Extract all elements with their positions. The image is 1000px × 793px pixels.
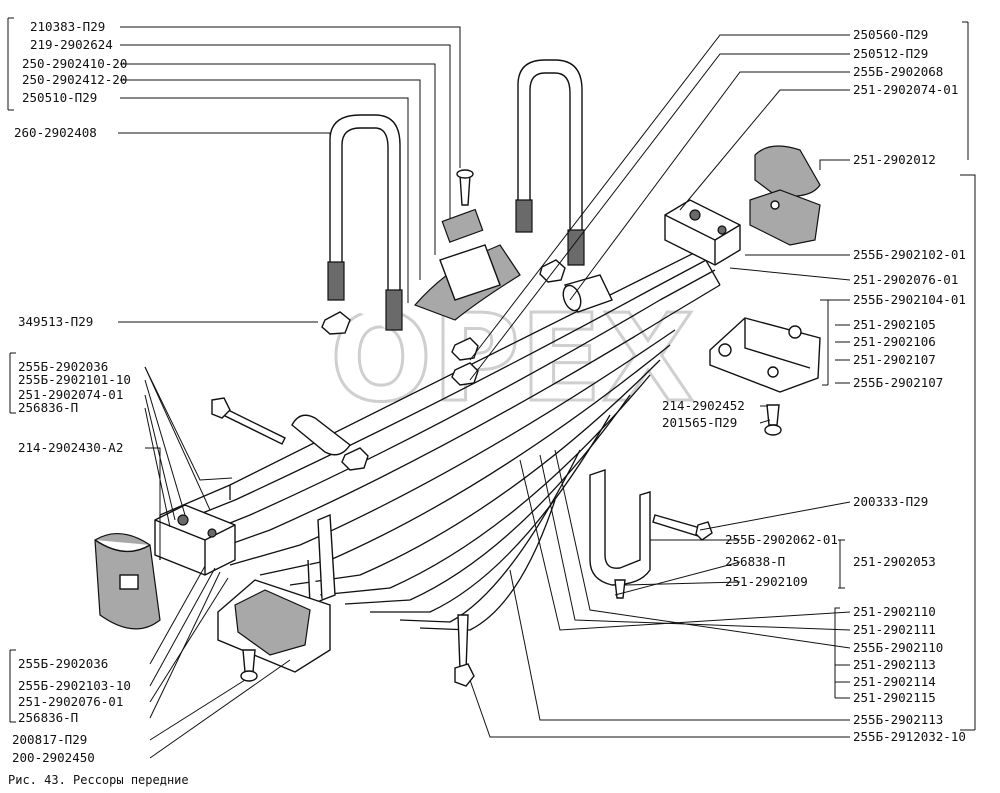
label-201565: 201565-П29 — [662, 415, 737, 430]
label-255b-2902103-10: 255Б-2902103-10 — [18, 678, 131, 693]
label-200-2902450: 200-2902450 — [12, 750, 95, 765]
label-251-2902113: 251-2902113 — [853, 657, 936, 672]
part-labels: 210383-П29 219-2902624 250-2902410-20 25… — [12, 19, 966, 765]
label-250510: 250510-П29 — [22, 90, 97, 105]
label-251-2902114: 251-2902114 — [853, 674, 936, 689]
label-255b-2902110: 255Б-2902110 — [853, 640, 943, 655]
label-349513: 349513-П29 — [18, 314, 93, 329]
label-251-2902111: 251-2902111 — [853, 622, 936, 637]
spring-pad — [413, 169, 521, 321]
label-200333: 200333-П29 — [853, 494, 928, 509]
spring-clip — [589, 469, 713, 599]
nuts — [321, 259, 566, 471]
label-256838: 256838-П — [725, 554, 785, 569]
label-251-2902076-01-b: 251-2902076-01 — [18, 694, 123, 709]
leader-lines — [7, 17, 976, 759]
label-251-2902110: 251-2902110 — [853, 604, 936, 619]
label-251-2902074-01: 251-2902074-01 — [853, 82, 958, 97]
u-bolt-right — [515, 59, 585, 266]
label-256836-b: 256836-П — [18, 710, 78, 725]
label-251-2902115: 251-2902115 — [853, 690, 936, 705]
rear-rubber-cushion — [749, 145, 821, 246]
u-bolt-left — [327, 114, 403, 331]
label-255b-2902101-10: 255Б-2902101-10 — [18, 372, 131, 387]
label-255b-2902104-01: 255Б-2902104-01 — [853, 292, 966, 307]
spring-assembly — [94, 59, 821, 687]
label-251-2902105: 251-2902105 — [853, 317, 936, 332]
label-251-2902074-01-a: 251-2902074-01 — [18, 387, 123, 402]
label-255b-2902107: 255Б-2902107 — [853, 375, 943, 390]
label-251-2902109: 251-2902109 — [725, 574, 808, 589]
label-255b-2912032-10: 255Б-2912032-10 — [853, 729, 966, 744]
label-251-2902106: 251-2902106 — [853, 334, 936, 349]
label-219-2902624: 219-2902624 — [30, 37, 113, 52]
label-255b-2902068: 255Б-2902068 — [853, 64, 943, 79]
label-255b-2902036-a: 255Б-2902036 — [18, 359, 108, 374]
label-251-2902012: 251-2902012 — [853, 152, 936, 167]
label-250-2902412-20: 250-2902412-20 — [22, 72, 127, 87]
label-210383: 210383-П29 — [30, 19, 105, 34]
label-251-2902076-01: 251-2902076-01 — [853, 272, 958, 287]
label-255b-2902113: 255Б-2902113 — [853, 712, 943, 727]
label-255b-2902062-01: 255Б-2902062-01 — [725, 532, 838, 547]
front-clip — [307, 513, 336, 607]
label-200817: 200817-П29 — [12, 732, 87, 747]
centre-bolt — [454, 614, 475, 687]
label-251-2902107: 251-2902107 — [853, 352, 936, 367]
label-260-2902408: 260-2902408 — [14, 125, 97, 140]
front-rubber-cushion — [94, 533, 161, 630]
figure-caption: Рис. 43. Рессоры передние — [8, 773, 189, 787]
label-250512: 250512-П29 — [853, 46, 928, 61]
label-255b-2902102-01: 255Б-2902102-01 — [853, 247, 966, 262]
label-250-2902410-20: 250-2902410-20 — [22, 56, 127, 71]
label-214-2902430: 214-2902430-А2 — [18, 440, 123, 455]
front-lower-bracket — [217, 579, 331, 682]
label-251-2902053: 251-2902053 — [853, 554, 936, 569]
leaf-spring-pack — [159, 249, 721, 631]
label-255b-2902036-b: 255Б-2902036 — [18, 656, 108, 671]
label-256836-a: 256836-П — [18, 400, 78, 415]
front-eye-bracket — [154, 504, 236, 576]
label-250560: 250560-П29 — [853, 27, 928, 42]
rear-eye-bracket — [664, 199, 741, 266]
rear-bracket — [709, 317, 821, 436]
front-bolt — [211, 397, 351, 456]
label-214-2902452: 214-2902452 — [662, 398, 745, 413]
